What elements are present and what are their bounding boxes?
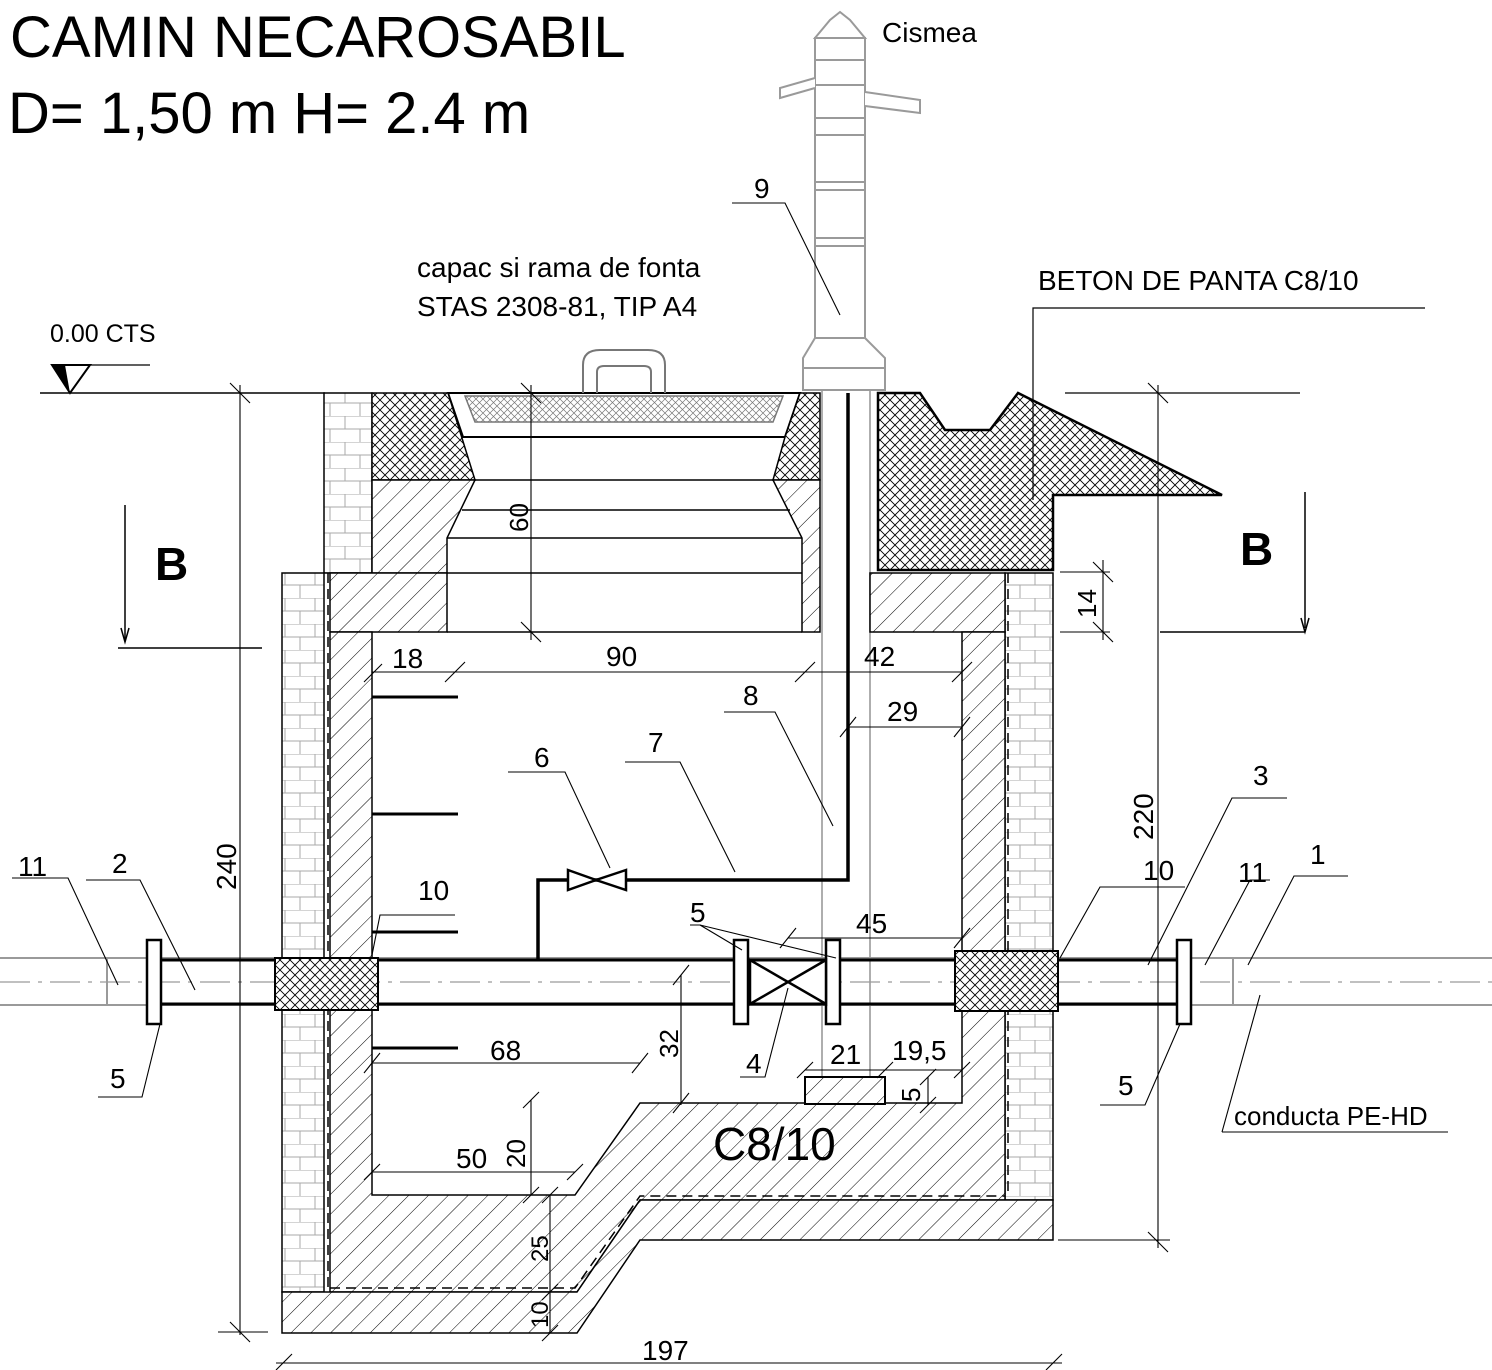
brick-masonry	[281, 392, 1054, 1293]
level-label: 0.00 CTS	[50, 320, 156, 348]
callout-leaders	[12, 202, 1448, 1133]
callout-5-valve: 5	[690, 897, 706, 928]
callout-2: 2	[112, 848, 128, 879]
title-line2: D= 1,50 m H= 2.4 m	[8, 81, 530, 146]
dim-5: 5	[896, 1088, 926, 1102]
standpipe-cismea	[779, 10, 921, 1100]
dim-90: 90	[606, 641, 637, 672]
wall-sleeves	[274, 950, 1059, 1012]
dim-50: 50	[456, 1143, 487, 1174]
ladder-rungs	[372, 695, 458, 1050]
callout-9: 9	[754, 173, 770, 204]
callout-5-left: 5	[110, 1063, 126, 1094]
pipe-support	[804, 1076, 886, 1105]
dim-42: 42	[864, 641, 895, 672]
dim-20: 20	[501, 1139, 531, 1168]
beton-panta-label: BETON DE PANTA C8/10	[1038, 265, 1359, 296]
callout-8: 8	[743, 680, 759, 711]
slope-concrete	[876, 391, 1223, 572]
section-label-left: B	[155, 538, 188, 590]
callout-11-left: 11	[18, 851, 47, 882]
callout-7: 7	[648, 727, 664, 758]
callout-10-right: 10	[1143, 855, 1174, 886]
dimension-lines	[218, 382, 1170, 1370]
section-marker-right	[1160, 492, 1310, 635]
title-line1: CAMIN NECAROSABIL	[10, 5, 626, 70]
callout-4: 4	[746, 1048, 762, 1079]
concrete-neck	[329, 479, 1006, 633]
concrete-class-label: C8/10	[713, 1118, 836, 1170]
main-pipe	[0, 938, 1492, 1026]
beton-panta-leader	[1032, 307, 1425, 500]
cismea-label: Cismea	[882, 17, 977, 48]
section-label-right: B	[1240, 523, 1273, 575]
dim-10: 10	[527, 1301, 554, 1328]
dim-14: 14	[1072, 589, 1102, 618]
dim-19-5: 19,5	[892, 1035, 947, 1066]
callout-1: 1	[1310, 839, 1326, 870]
dim-60: 60	[504, 503, 534, 532]
callout-3: 3	[1253, 760, 1269, 791]
cover-frame	[446, 349, 802, 438]
dim-32: 32	[654, 1029, 684, 1058]
dim-29: 29	[887, 696, 918, 727]
branch-pipe	[536, 393, 850, 960]
capac-label-line1: capac si rama de fonta	[417, 252, 701, 283]
callout-5-right: 5	[1118, 1070, 1134, 1101]
dim-240: 240	[211, 843, 242, 890]
dim-45: 45	[856, 908, 887, 939]
section-marker-left	[118, 505, 262, 649]
callout-10-left: 10	[418, 875, 449, 906]
dim-18: 18	[392, 643, 423, 674]
dim-197: 197	[642, 1335, 689, 1366]
dim-68: 68	[490, 1035, 521, 1066]
capac-label-line2: STAS 2308-81, TIP A4	[417, 291, 697, 322]
callout-11-right: 11	[1238, 857, 1267, 888]
dim-21: 21	[830, 1039, 861, 1070]
dim-220: 220	[1128, 793, 1159, 840]
chamber-walls	[281, 573, 1054, 1334]
conducta-label: conducta PE-HD	[1234, 1101, 1428, 1131]
ground-level-marker	[40, 364, 1300, 395]
dim-25: 25	[527, 1235, 554, 1262]
callout-6: 6	[534, 742, 550, 773]
